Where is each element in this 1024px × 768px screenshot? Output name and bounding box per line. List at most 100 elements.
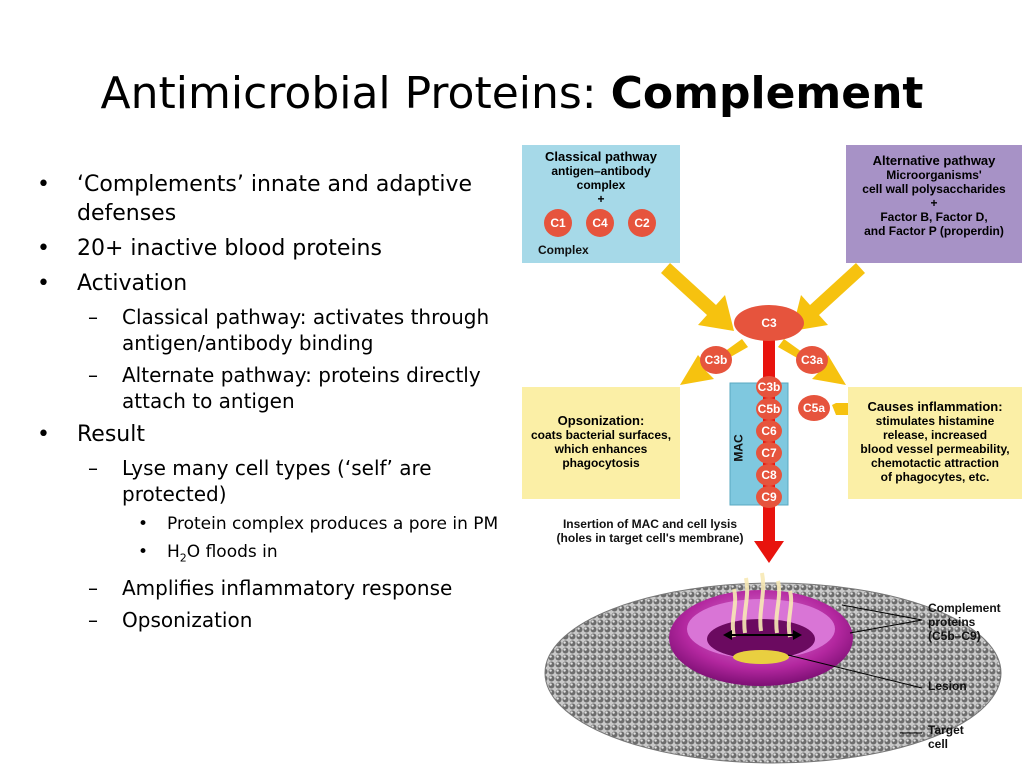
bullet-dot: •	[37, 422, 50, 447]
opson-title: Opsonization:	[557, 413, 645, 428]
subbullet-alternate: –Alternate pathway: proteins directly at…	[32, 362, 522, 414]
water-flow-lines	[730, 572, 794, 638]
bullet-dot: •	[37, 236, 50, 261]
dash-mark: –	[88, 305, 98, 329]
insertion-line1: Insertion of MAC and cell lysis	[562, 517, 738, 531]
bullet-inactive-proteins: • 20+ inactive blood proteins	[32, 234, 522, 263]
mac-c3b: C3b	[756, 376, 782, 398]
alt-line4: and Factor P (properdin)	[864, 224, 1004, 238]
inflam-line2: release, increased	[882, 428, 988, 442]
classical-line1: antigen–antibody	[551, 164, 651, 178]
arrow-from-alternative	[792, 263, 865, 331]
inflam-line3: blood vessel permeability,	[860, 442, 1010, 456]
leader-complement-2	[849, 619, 923, 634]
alt-line1: Microorganisms'	[886, 168, 982, 182]
alt-line3: Factor B, Factor D,	[880, 210, 988, 224]
mac-c7: C7	[756, 442, 782, 464]
complement-proteins-label: Complement proteins (C5b–C9)	[928, 601, 1001, 643]
mac-c9: C9	[756, 486, 782, 508]
bullet-complements: • ‘Complements’ innate and adaptive defen…	[32, 170, 522, 228]
bullet-text: 20+ inactive blood proteins	[77, 236, 382, 261]
mac-c8: C8	[756, 464, 782, 486]
subbullet-text: Classical pathway: activates through ant…	[122, 305, 490, 355]
mac-c5b: C5b	[756, 398, 782, 420]
subsubbullet-text: Protein complex produces a pore in PM	[167, 514, 499, 534]
alt-title: Alternative pathway	[872, 153, 996, 168]
subbullet-text: Lyse many cell types (‘self’ are protect…	[122, 456, 432, 506]
slide-title-bold: Complement	[610, 68, 924, 119]
circle-c3a: C3a	[796, 346, 828, 374]
subbullet-lyse: –Lyse many cell types (‘self’ are protec…	[32, 455, 522, 507]
arrow-from-classical	[661, 263, 734, 331]
alt-plus: +	[930, 196, 938, 210]
bullet-text: Activation	[77, 271, 188, 296]
circle-c3b-left: C3b	[700, 346, 732, 374]
classical-pathway-box: Classical pathway antigen–antibody compl…	[522, 145, 680, 263]
classical-plus: +	[597, 192, 605, 206]
subbullet-classical: –Classical pathway: activates through an…	[32, 304, 522, 356]
lesion-label: Lesion	[928, 679, 967, 693]
subbullet-inflammatory: –Amplifies inflammatory response	[32, 575, 522, 601]
pore-arrow-right	[793, 630, 802, 640]
leader-complement-1	[841, 604, 923, 621]
subbullet-opsonization: –Opsonization	[32, 607, 522, 633]
circle-c5a: C5a	[798, 395, 830, 421]
bullet-dot: •	[37, 172, 50, 197]
slide-title-normal: Antimicrobial Proteins:	[100, 68, 611, 119]
inflam-line5: of phagocytes, etc.	[880, 470, 990, 484]
classical-line2: complex	[576, 178, 626, 192]
opsonization-box: Opsonization: coats bacterial surfaces, …	[522, 387, 680, 499]
mac-c6: C6	[756, 420, 782, 442]
bullet-text: ‘Complements’ innate and adaptive defens…	[77, 172, 473, 226]
pore-arrow-left	[723, 630, 732, 640]
inflam-title: Causes inflammation:	[867, 399, 1003, 414]
water-rest: O floods in	[186, 542, 278, 562]
inflam-line4: chemotactic attraction	[870, 456, 1000, 470]
figure-graphics	[544, 263, 1002, 764]
subsubbullet-pore: • Protein complex produces a pore in PM	[32, 513, 522, 535]
subbullet-text: Alternate pathway: proteins directly att…	[122, 363, 481, 413]
subsubbullet-water: • H2O floods in	[32, 541, 522, 569]
comp-label-2: proteins	[928, 615, 976, 629]
water-h: H	[167, 542, 180, 562]
dash-mark: –	[88, 456, 98, 480]
target-label-1: Target	[928, 723, 964, 737]
opson-line1: coats bacterial surfaces,	[530, 428, 672, 442]
bullet-text: Result	[77, 422, 145, 447]
target-label-2: cell	[928, 737, 949, 751]
bullet-activation: • Activation	[32, 269, 522, 298]
comp-label-1: Complement	[928, 601, 1001, 615]
red-arrow-head	[754, 541, 784, 563]
target-cell-label: Target cell	[928, 723, 964, 751]
dash-mark: –	[88, 608, 98, 633]
opson-line2: which enhances	[554, 442, 648, 456]
classical-title: Classical pathway	[545, 149, 657, 164]
insertion-line2: (holes in target cell's membrane)	[556, 531, 744, 545]
dash-mark: –	[88, 576, 98, 601]
bullet-dot: •	[138, 514, 149, 534]
alt-line2: cell wall polysaccharides	[862, 182, 1006, 196]
insertion-label: Insertion of MAC and cell lysis (holes i…	[550, 517, 750, 545]
circle-c2: C2	[628, 209, 656, 237]
complement-figure: Classical pathway antigen–antibody compl…	[520, 143, 1024, 768]
bullet-result: • Result	[32, 420, 522, 449]
opson-line3: phagocytosis	[562, 456, 640, 470]
circle-c3: C3	[734, 305, 804, 341]
dash-mark: –	[88, 363, 98, 387]
bullet-dot: •	[37, 271, 50, 296]
inflam-line1: stimulates histamine	[875, 414, 995, 428]
subbullet-text: Opsonization	[122, 608, 253, 633]
circle-c4: C4	[586, 209, 614, 237]
circle-c1: C1	[544, 209, 572, 237]
alternative-pathway-box: Alternative pathway Microorganisms' cell…	[846, 145, 1022, 263]
mac-label: MAC	[731, 434, 746, 462]
lesion-yellow	[733, 650, 789, 664]
leader-lesion	[787, 654, 923, 689]
bullet-dot: •	[138, 542, 149, 562]
comp-label-3: (C5b–C9)	[928, 629, 981, 643]
inflammation-box: Causes inflammation: stimulates histamin…	[848, 387, 1022, 499]
water-subscript: 2	[179, 551, 187, 565]
slide-title: Antimicrobial Proteins: Complement	[0, 68, 1024, 119]
complex-label: Complex	[538, 243, 589, 257]
bullet-list: • ‘Complements’ innate and adaptive defen…	[32, 170, 522, 639]
